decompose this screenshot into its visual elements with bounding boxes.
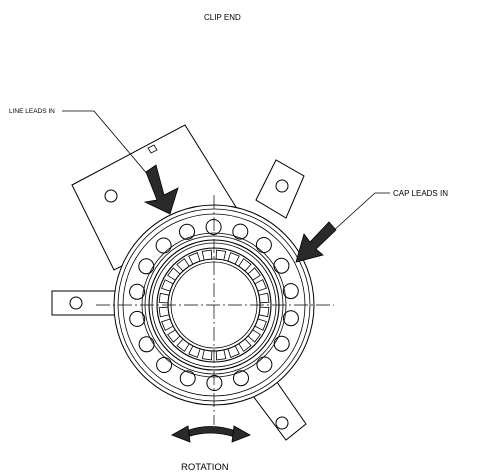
bearing-bump — [255, 237, 272, 253]
bearing-bump — [155, 237, 172, 254]
bearing-bump — [206, 375, 223, 391]
stator-slot — [201, 349, 213, 361]
bearing-bump — [129, 310, 146, 327]
bearing-bump — [282, 283, 299, 300]
stator-slot — [167, 267, 181, 281]
bearing-bump — [205, 219, 222, 235]
rotation-label: ROTATION — [181, 462, 229, 473]
bearing-bump — [256, 356, 273, 373]
stator-slot — [176, 258, 190, 272]
stator-slot — [258, 292, 270, 304]
bearing-bump — [156, 357, 173, 373]
bearing-bump — [138, 336, 155, 353]
bearing-bump — [273, 335, 290, 352]
stator-slot — [188, 252, 201, 265]
stator-slot — [258, 306, 270, 318]
stator-slot — [161, 318, 174, 331]
plate-hole — [104, 189, 118, 203]
line-leads-arrow — [143, 164, 179, 215]
bearing-bump — [273, 257, 290, 274]
line-leads-in-label: LINE LEADS IN — [9, 108, 55, 115]
stator-slot — [254, 318, 267, 331]
stator-slot — [176, 338, 190, 352]
bearing-bump — [179, 223, 195, 240]
rotation-arrow — [171, 425, 251, 443]
stator-slot — [247, 267, 261, 281]
bearing-bump — [232, 223, 249, 240]
stator-slot — [247, 329, 261, 343]
bearing-bump — [233, 370, 249, 387]
stator-slot — [238, 258, 252, 272]
stator-slot — [201, 249, 213, 261]
terminal-tab-left — [51, 290, 119, 316]
stator-slot — [158, 292, 170, 304]
stator-slot — [227, 345, 240, 358]
stator-slot — [215, 249, 227, 261]
cap-leads-arrow — [295, 221, 337, 263]
clip-end-title: CLIP END — [204, 13, 241, 22]
cap-leads-in-label: CAP LEADS IN — [393, 189, 448, 198]
stator-slot — [254, 279, 267, 292]
bearing-bump — [282, 310, 299, 327]
mounting-plate — [71, 124, 237, 271]
bearing-bump — [138, 258, 155, 275]
bearing-bump — [129, 283, 146, 300]
line-leads-leader — [62, 110, 155, 183]
stator-slot — [161, 279, 174, 292]
stator-slot — [167, 329, 181, 343]
stator-slot — [215, 349, 227, 361]
scalloped-bearing-ring — [129, 219, 299, 391]
stator-slot — [227, 252, 240, 265]
stator-slot — [238, 338, 252, 352]
terminal-tab-upper-right — [255, 159, 305, 219]
stator-slot — [188, 345, 201, 358]
stator-slot — [158, 306, 170, 318]
cap-leads-leader — [331, 192, 390, 233]
bearing-bump — [179, 370, 196, 387]
